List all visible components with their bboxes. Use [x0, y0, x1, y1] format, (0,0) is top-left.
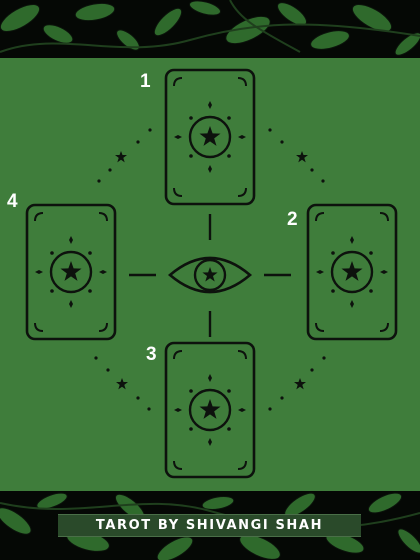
- card-number-3: 3: [146, 344, 157, 365]
- card-1: [164, 68, 256, 206]
- card-number-1: 1: [140, 71, 151, 92]
- center-cross-lines: [129, 214, 291, 337]
- card-2: [306, 203, 398, 341]
- card-3: [164, 341, 256, 479]
- dotted-connectors: [94, 128, 326, 411]
- card-number-2: 2: [287, 209, 298, 230]
- card-4: [25, 203, 117, 341]
- eye-star-icon: [167, 256, 253, 294]
- top-leaf-border: [0, 0, 420, 58]
- leaf-pattern: [0, 0, 420, 56]
- credit-banner: TAROT BY SHIVANGI SHAH: [58, 514, 361, 537]
- card-number-4: 4: [7, 191, 18, 212]
